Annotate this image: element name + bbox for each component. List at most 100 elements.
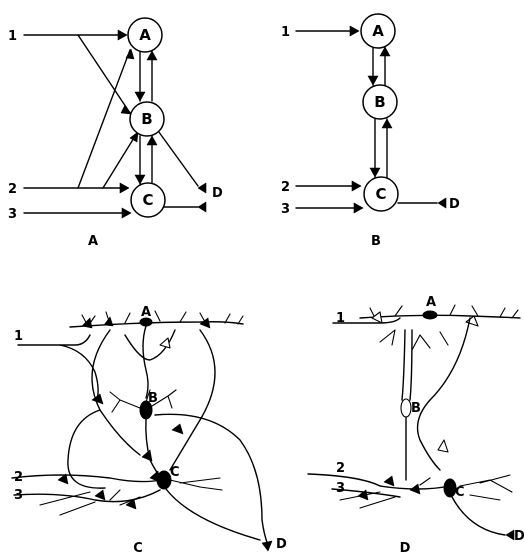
panel-d-input-2-fiber xyxy=(307,473,451,490)
panel-d-cell-c-soma xyxy=(443,478,457,498)
panel-b-node-c-circle xyxy=(363,176,399,212)
panel-c-mid-loop xyxy=(91,329,141,456)
panel-d-synapse-2 xyxy=(409,483,421,495)
panel-b-synapse-c-b xyxy=(381,118,393,129)
panel-c-output-fiber xyxy=(154,413,269,546)
panel-a-input-1-label: 1 xyxy=(8,29,17,44)
panel-c-cell-c-label: C xyxy=(170,465,180,480)
panel-a-synapse-b-c xyxy=(134,174,146,185)
panel-d-input-3-fiber xyxy=(331,488,401,498)
panel-c-synapse-2 xyxy=(103,316,114,327)
panel-a-synapse-b-a xyxy=(146,50,158,61)
panel-d-input-2-label: 2 xyxy=(336,461,345,476)
panel-c-caption: C xyxy=(133,541,143,556)
panel-d-output-terminal xyxy=(505,529,515,541)
panel-d-synapse-1 xyxy=(383,475,395,487)
panel-b-node-a-circle xyxy=(360,13,396,49)
panel-a-schematic: A B C 1 2 3 D A xyxy=(8,17,223,249)
panel-d-open-terminal-3 xyxy=(437,439,449,453)
panel-c-input-3-fiber xyxy=(13,489,161,503)
panel-c-input-1-label: 1 xyxy=(14,329,23,344)
panel-a-node-b-circle xyxy=(129,101,165,137)
panel-a-synapse-1-a xyxy=(117,29,128,41)
panel-c-input-2-label: 2 xyxy=(14,470,23,485)
panel-c-input-2-fiber xyxy=(11,474,161,483)
panel-d-drawing: A B C 1 2 3 D D xyxy=(307,295,524,556)
panel-a-output-label: D xyxy=(212,186,223,201)
panel-c-top-dendrite-band xyxy=(69,321,244,328)
panel-d-input-1-fiber xyxy=(332,317,401,324)
panel-a-node-c-label: C xyxy=(142,191,153,209)
panel-b-synapse-b-a xyxy=(379,46,391,57)
panel-a-synapse-output-1 xyxy=(197,182,207,194)
panel-b-input-1-label: 1 xyxy=(281,25,290,40)
panel-c-input-1-branch xyxy=(59,344,99,401)
panel-a-input-2-branch-to-b xyxy=(102,132,138,189)
panel-b-input-2-label: 2 xyxy=(281,180,290,195)
panel-d-output-label: D xyxy=(514,529,524,544)
panel-d-open-terminal-2 xyxy=(465,315,479,327)
panel-c-left-loop xyxy=(67,409,106,489)
panel-b-synapse-2-c xyxy=(351,180,362,192)
panel-c-synapse-5 xyxy=(171,423,184,435)
panel-d-caption: D xyxy=(400,541,411,556)
panel-a-input-2-label: 2 xyxy=(8,182,17,197)
panel-c-right-loop xyxy=(169,329,216,471)
panel-d-top-dendrite-band xyxy=(359,314,521,319)
panel-a-input-3-label: 3 xyxy=(8,207,17,222)
panel-c-synapse-7 xyxy=(149,470,161,483)
panel-d-synapse-3 xyxy=(357,489,369,501)
panel-a-synapse-3-c xyxy=(121,207,132,219)
panel-d-cell-a-label: A xyxy=(426,295,436,310)
panel-a-synapse-1-b xyxy=(120,104,132,115)
panel-c-cell-b-label: B xyxy=(148,391,158,406)
panel-b-node-c-label: C xyxy=(375,185,386,203)
panel-c-cell-a-label: A xyxy=(141,305,151,320)
panel-b-synapse-1-a xyxy=(349,25,360,37)
panel-d-open-terminal-1 xyxy=(371,311,383,324)
panel-d-input-3-label: 3 xyxy=(336,481,345,496)
panel-b-synapse-output xyxy=(437,197,447,209)
panel-a-b-to-d xyxy=(155,127,199,187)
panel-d-cell-c-label: C xyxy=(455,485,465,500)
panel-c-top-dendrite-twigs xyxy=(81,310,244,327)
panel-b-output-label: D xyxy=(449,197,460,212)
panel-d-descending-fiber-left xyxy=(401,329,406,401)
panel-c-drawing: A B C 1 2 3 D xyxy=(11,305,287,556)
panel-d-cell-c-axon xyxy=(451,496,506,536)
panel-c-input-3-label: 3 xyxy=(14,488,23,503)
panel-c-synapse-3 xyxy=(199,317,211,329)
panel-c-synapse-8 xyxy=(57,473,69,485)
panel-b-schematic: A B C 1 2 3 D B xyxy=(281,13,460,249)
panel-a-synapse-2-b xyxy=(129,131,139,143)
panel-c-synapse-9 xyxy=(94,489,106,501)
panel-c-open-terminal xyxy=(159,337,171,349)
panel-d-lower-dendrite-twigs xyxy=(379,329,449,351)
panel-a-node-c-circle xyxy=(130,182,166,218)
panel-a-caption: A xyxy=(88,234,98,249)
panel-c-synapse-4 xyxy=(91,393,104,405)
panel-d-top-dendrite-twigs xyxy=(369,304,519,319)
panel-b-synapse-3-c xyxy=(353,202,364,214)
panel-a-synapse-a-b xyxy=(134,91,146,102)
panel-d-input-1-label: 1 xyxy=(336,311,345,326)
panel-a-synapse-c-b xyxy=(146,135,158,146)
panel-c-synapse-10 xyxy=(125,498,137,510)
panel-a-node-a-label: A xyxy=(139,26,151,44)
panel-a-input-2-branch-to-a xyxy=(77,49,131,189)
panel-a-node-a-circle xyxy=(127,17,163,53)
panel-c-cell-b-axon xyxy=(145,418,163,481)
panel-b-input-3-label: 3 xyxy=(281,202,290,217)
panel-d-descending-fiber-right xyxy=(409,329,413,401)
panel-d-right-curve xyxy=(416,317,471,471)
panel-a-node-b-label: B xyxy=(141,110,152,128)
panel-d-cell-a-soma xyxy=(422,310,438,320)
panel-c-synapse-6 xyxy=(141,449,153,462)
panel-a-synapse-2-c xyxy=(119,182,130,194)
panel-c-output-label: D xyxy=(276,537,287,552)
panel-a-input-1-branch-to-b xyxy=(77,34,131,114)
panel-c-bottom-dendrites xyxy=(39,477,223,516)
panel-b-synapse-a-b xyxy=(367,75,379,86)
panel-b-synapse-b-c xyxy=(369,167,381,178)
